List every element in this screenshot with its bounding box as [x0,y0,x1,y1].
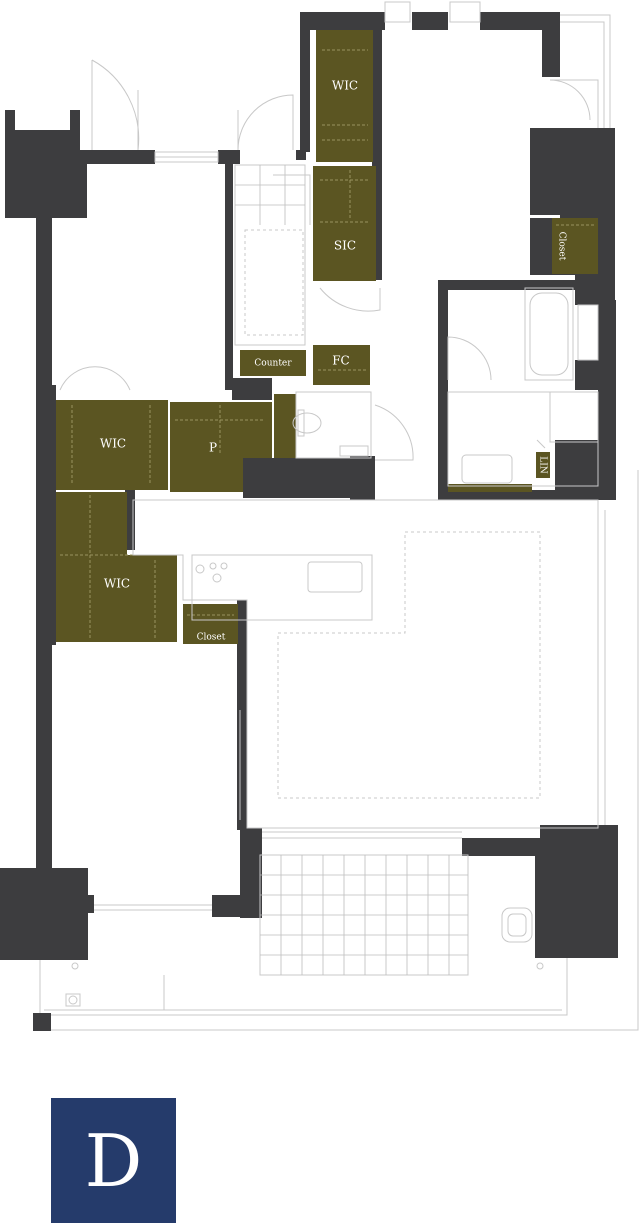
toilet [292,391,372,459]
storage-wic-top: WIC [316,30,373,162]
label-wic-low: WIC [104,577,130,591]
walls [0,12,618,1031]
door-entry[interactable] [237,94,294,151]
label-closet-low: Closet [197,633,226,643]
label-closet-right: Closet [557,232,567,261]
storage-wash-shelf [448,484,532,492]
window-top-left [154,151,219,163]
door-top-right[interactable] [384,1,599,128]
storage-wic-mid: WIC [56,400,168,490]
door-wic-mid[interactable] [59,366,131,391]
label-wic-mid: WIC [100,437,126,451]
storage-toilet-shelf [274,394,296,458]
storage-sic: SIC [313,166,376,281]
bathtub [447,287,599,381]
floor-plan: WIC SIC Closet Counter FC WIC P LIN [0,1,639,1031]
storage-counter: Counter [240,350,306,376]
storage-closet-low: Closet [183,604,238,644]
door-toilet[interactable] [374,404,414,461]
label-counter: Counter [254,359,292,369]
unit-type-letter: D [84,1118,143,1203]
window-bedroom3 [94,710,241,911]
outdoor-unit [501,907,533,943]
storage-fc: FC [313,345,370,385]
ldk-area [132,499,606,829]
washroom [447,391,599,487]
door-sic[interactable] [319,287,381,312]
balcony-tiles [259,831,469,976]
storage-pantry: P [170,402,272,492]
storage-closet-right: Closet [552,218,598,274]
label-pantry: P [209,441,217,455]
door-bedroom1[interactable] [91,59,140,151]
unit-type-badge: D [51,1098,176,1223]
balcony-outline [34,14,639,1031]
label-fc: FC [332,354,350,368]
label-lin: LIN [538,456,548,474]
label-wic-top: WIC [332,79,358,93]
storage-wic-low: WIC [56,492,177,642]
entrance-area [234,164,311,346]
label-sic: SIC [334,239,356,253]
storage-lin: LIN [536,452,550,478]
